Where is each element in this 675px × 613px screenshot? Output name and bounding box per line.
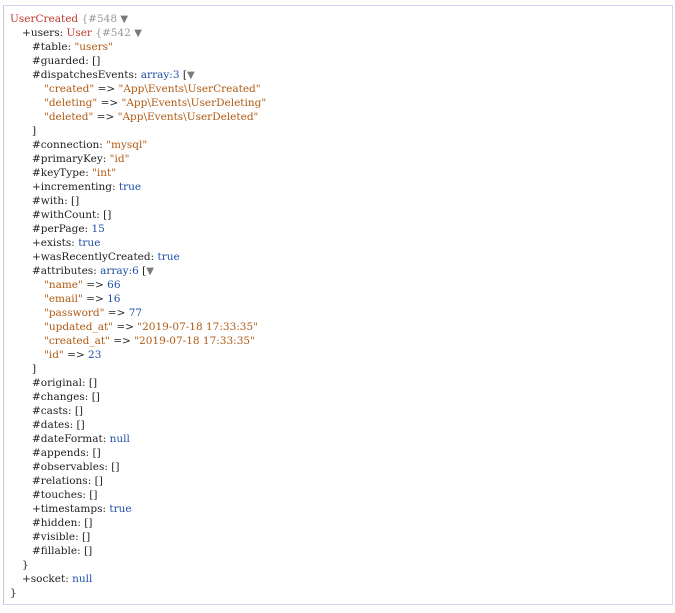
array-entry: "email" => 16 bbox=[44, 293, 121, 305]
array-close: ] bbox=[32, 125, 37, 137]
property-was-recently-created: +wasRecentlyCreated: true bbox=[32, 251, 180, 263]
array-entry: "name" => 66 bbox=[44, 279, 121, 291]
array-entry: "password" => 77 bbox=[44, 307, 143, 319]
array-type: array:6 bbox=[100, 265, 139, 277]
property-guarded: #guarded: [] bbox=[32, 55, 101, 67]
property-with-count: #withCount: [] bbox=[32, 209, 112, 221]
users-object-close: } bbox=[22, 559, 29, 571]
property-socket: +socket: null bbox=[22, 573, 93, 585]
property-with: #with: [] bbox=[32, 195, 80, 207]
property-visible: #visible: [] bbox=[32, 531, 91, 543]
property-appends: #appends: [] bbox=[32, 447, 101, 459]
property-touches: #touches: [] bbox=[32, 489, 98, 501]
property-fillable: #fillable: [] bbox=[32, 545, 93, 557]
property-dates: #dates: [] bbox=[32, 419, 85, 431]
collapse-toggle-icon[interactable]: ▼ bbox=[120, 14, 129, 25]
collapse-toggle-icon[interactable]: ▼ bbox=[186, 70, 195, 81]
property-incrementing: +incrementing: true bbox=[32, 181, 142, 193]
property-observables: #observables: [] bbox=[32, 461, 120, 473]
root-object-close: } bbox=[10, 587, 17, 599]
property-changes: #changes: [] bbox=[32, 391, 100, 403]
property-casts: #casts: [] bbox=[32, 405, 84, 417]
users-key: users bbox=[30, 27, 60, 39]
root-object-id: {#548 bbox=[81, 13, 118, 25]
dump-root-line: UserCreated {#548 ▼ bbox=[10, 12, 672, 26]
users-property-line: +users: User {#542 ▼ bbox=[22, 27, 142, 39]
array-entry: "updated_at" => "2019-07-18 17:33:35" bbox=[44, 321, 258, 333]
property-table: #table: "users" bbox=[32, 41, 113, 53]
root-class-name: UserCreated bbox=[10, 13, 79, 25]
property-original: #original: [] bbox=[32, 377, 98, 389]
property-hidden: #hidden: [] bbox=[32, 517, 93, 529]
property-relations: #relations: [] bbox=[32, 475, 103, 487]
array-type: array:3 bbox=[140, 69, 180, 81]
property-connection: #connection: "mysql" bbox=[32, 139, 148, 151]
collapse-toggle-icon[interactable]: ▼ bbox=[146, 266, 154, 277]
property-exists: +exists: true bbox=[32, 237, 101, 249]
users-object-id: {#542 bbox=[95, 27, 131, 39]
array-entry: "deleting" => "App\Events\UserDeleting" bbox=[44, 97, 267, 109]
property-date-format: #dateFormat: null bbox=[32, 433, 130, 445]
property-timestamps: +timestamps: true bbox=[32, 503, 132, 515]
property-attributes: #attributes: array:6 [▼ bbox=[32, 265, 154, 277]
var-dump-panel: UserCreated {#548 ▼ +users: User {#542 ▼… bbox=[3, 5, 673, 605]
users-class-name: User bbox=[66, 27, 92, 39]
property-key-type: #keyType: "int" bbox=[32, 167, 117, 179]
array-entry: "created_at" => "2019-07-18 17:33:35" bbox=[44, 335, 255, 347]
property-per-page: #perPage: 15 bbox=[32, 223, 105, 235]
array-entry: "id" => 23 bbox=[44, 349, 102, 361]
array-entry: "deleted" => "App\Events\UserDeleted" bbox=[44, 111, 259, 123]
array-entry: "created" => "App\Events\UserCreated" bbox=[44, 83, 261, 95]
property-primary-key: #primaryKey: "id" bbox=[32, 153, 130, 165]
collapse-toggle-icon[interactable]: ▼ bbox=[134, 28, 142, 39]
property-dispatches-events: #dispatchesEvents: array:3 [▼ bbox=[32, 69, 195, 81]
array-close: ] bbox=[32, 363, 37, 375]
